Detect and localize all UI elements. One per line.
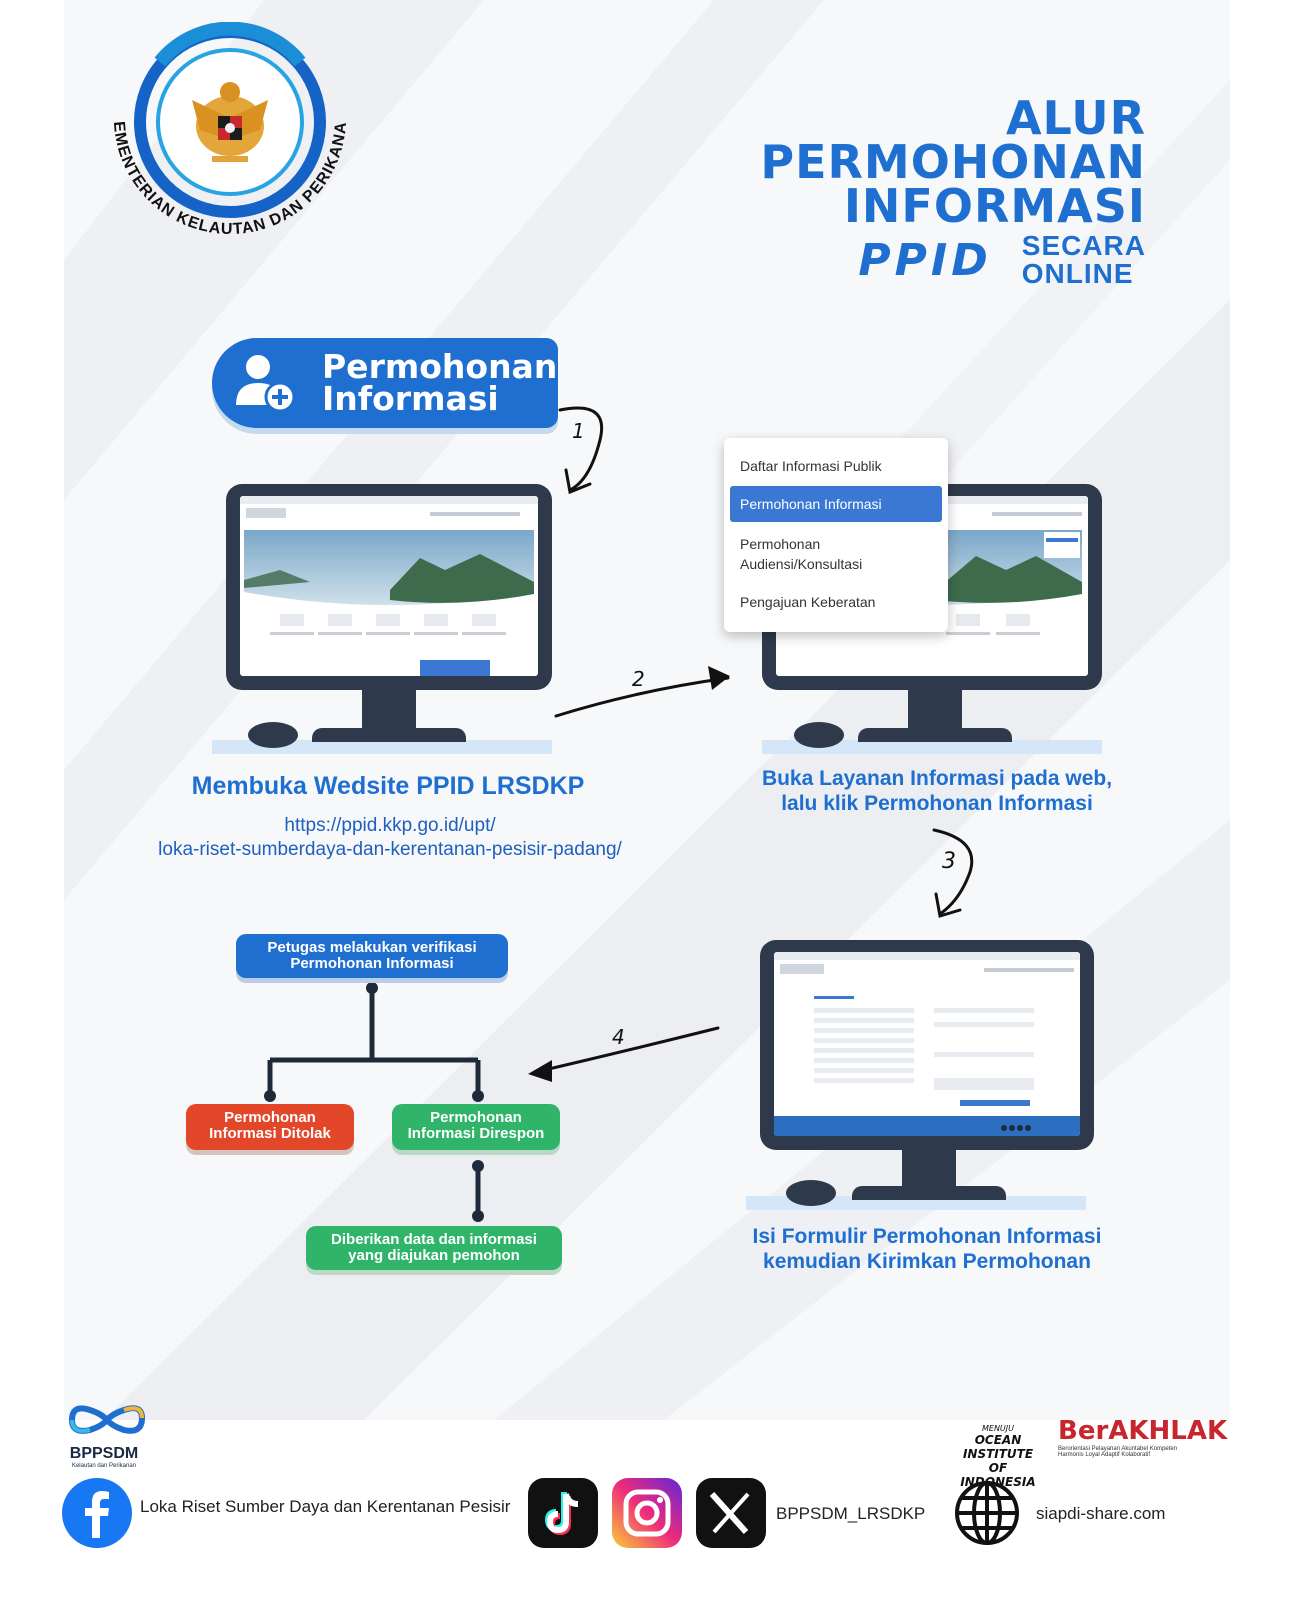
instagram-icon[interactable] xyxy=(612,1478,682,1548)
tiktok-icon[interactable] xyxy=(528,1478,598,1548)
page-title: ALUR PERMOHONAN INFORMASI PPID SECARA ON… xyxy=(760,91,1146,288)
step-2-caption: Buka Layanan Informasi pada web, lalu kl… xyxy=(712,766,1162,816)
menu-item-permohonan-audiensi[interactable]: Permohonan Audiensi/Konsultasi xyxy=(740,534,862,574)
add-user-icon xyxy=(236,355,296,413)
form-screenshot xyxy=(774,952,1080,1136)
mouse xyxy=(786,1180,836,1206)
bppsdm-label: BPPSDM xyxy=(69,1445,139,1462)
ppid-logo: PPID xyxy=(858,234,992,286)
monitor-foot xyxy=(312,728,466,742)
verify-line-1: Petugas melakukan verifikasi xyxy=(267,939,477,956)
globe-icon[interactable] xyxy=(952,1478,1022,1548)
ocean-line-1: MENUJU xyxy=(981,1424,1014,1433)
monitor-neck xyxy=(908,690,962,732)
ocean-line-2: OCEAN INSTITUTE xyxy=(962,1433,1034,1461)
secara-text: SECARA xyxy=(1021,230,1146,261)
secara-online: SECARA ONLINE xyxy=(1022,232,1146,288)
rejected-line-1: Permohonan xyxy=(224,1109,316,1126)
berakhlak-sub-1: Berorientasi Pelayanan Akuntabel Kompete… xyxy=(1058,1446,1178,1452)
ppid-url[interactable]: https://ppid.kkp.go.id/upt/ loka-riset-s… xyxy=(90,814,690,862)
facebook-account[interactable]: Loka Riset Sumber Daya dan Kerentanan Pe… xyxy=(140,1497,511,1516)
mouse xyxy=(794,722,844,748)
url-line-2: loka-riset-sumberdaya-dan-kerentanan-pes… xyxy=(158,839,622,860)
monitor-neck xyxy=(902,1150,956,1190)
monitor-form xyxy=(746,940,1106,1220)
social-handle[interactable]: BPPSDM_LRSDKP xyxy=(776,1504,926,1523)
monitor-foot xyxy=(852,1186,1006,1200)
monitor-website xyxy=(212,484,572,764)
kkp-logo: KEMENTERIAN KELAUTAN DAN PERIKANAN xyxy=(100,22,349,238)
step-3-caption: Isi Formulir Permohonan Informasi kemudi… xyxy=(702,1224,1152,1274)
monitor-neck xyxy=(362,690,416,732)
menu-item-3-line-1: Permohonan xyxy=(740,536,821,552)
title-line-1: ALUR xyxy=(1005,91,1146,145)
step-1-caption: Membuka Wedsite PPID LRSDKP xyxy=(191,772,585,800)
responded-line-2: Informasi Direspon xyxy=(407,1125,545,1142)
layanan-informasi-menu: Daftar Informasi Publik Permohonan Infor… xyxy=(724,438,948,632)
desk-shelf xyxy=(212,740,552,754)
rejected-line-2: Informasi Ditolak xyxy=(209,1125,331,1142)
given-line-1: Diberikan data dan informasi xyxy=(331,1231,537,1248)
step-3-line-1: Isi Formulir Permohonan Informasi xyxy=(752,1225,1102,1248)
rejected-box: Permohonan Informasi Ditolak xyxy=(186,1104,354,1150)
garuda-icon xyxy=(192,82,268,162)
given-line-2: yang diajukan pemohon xyxy=(348,1247,520,1264)
website-preview xyxy=(240,496,538,676)
monitor-foot xyxy=(858,728,1012,742)
bppsdm-sub: Kelautan dan Perikanan xyxy=(71,1463,137,1469)
data-given-box: Diberikan data dan informasi yang diajuk… xyxy=(306,1226,562,1270)
infinity-icon xyxy=(68,1405,146,1434)
desk-shelf xyxy=(762,740,1102,754)
pill-line-1: Permohonan xyxy=(322,347,558,386)
online-text: ONLINE xyxy=(1021,258,1134,289)
berakhlak-label: BerAKHLAK xyxy=(1058,1416,1228,1446)
bppsdm-logo: BPPSDM Kelautan dan Perikanan xyxy=(62,1398,152,1469)
permohonan-informasi-button[interactable]: Permohonan Informasi xyxy=(212,338,558,428)
responded-box: Permohonan Informasi Direspon xyxy=(392,1104,560,1150)
pill-line-2: Informasi xyxy=(322,379,499,418)
facebook-icon[interactable] xyxy=(62,1478,132,1548)
permohonan-button-label: Permohonan Informasi xyxy=(322,347,558,418)
step-2-line-1: Buka Layanan Informasi pada web, xyxy=(761,767,1113,790)
menu-item-daftar-informasi-publik[interactable]: Daftar Informasi Publik xyxy=(740,458,882,474)
title-line-2: PERMOHONAN xyxy=(760,135,1146,189)
menu-item-permohonan-informasi[interactable]: Permohonan Informasi xyxy=(730,486,942,522)
mouse xyxy=(248,722,298,748)
menu-item-pengajuan-keberatan[interactable]: Pengajuan Keberatan xyxy=(740,594,876,610)
x-icon[interactable] xyxy=(696,1478,766,1548)
title-line-3: INFORMASI xyxy=(843,179,1146,233)
step-2-line-2: lalu klik Permohonan Informasi xyxy=(781,792,1093,815)
berakhlak-sub-2: Harmonis Loyal Adaptif Kolaboratif xyxy=(1058,1452,1151,1458)
website-screenshot xyxy=(240,496,538,676)
ppid-row: PPID SECARA ONLINE xyxy=(760,232,1146,288)
menu-item-3-line-2: Audiensi/Konsultasi xyxy=(740,556,863,572)
responded-line-1: Permohonan xyxy=(430,1109,522,1126)
website-link[interactable]: siapdi-share.com xyxy=(1036,1504,1166,1523)
url-line-1: https://ppid.kkp.go.id/upt/ xyxy=(284,815,496,836)
verify-line-2: Permohonan Informasi xyxy=(290,955,454,972)
form-preview xyxy=(774,952,1080,1136)
berakhlak-logo: BerAKHLAK Berorientasi Pelayanan Akuntab… xyxy=(1058,1416,1228,1458)
step-3-line-2: kemudian Kirimkan Permohonan xyxy=(763,1250,1091,1273)
verification-box: Petugas melakukan verifikasi Permohonan … xyxy=(236,934,508,978)
